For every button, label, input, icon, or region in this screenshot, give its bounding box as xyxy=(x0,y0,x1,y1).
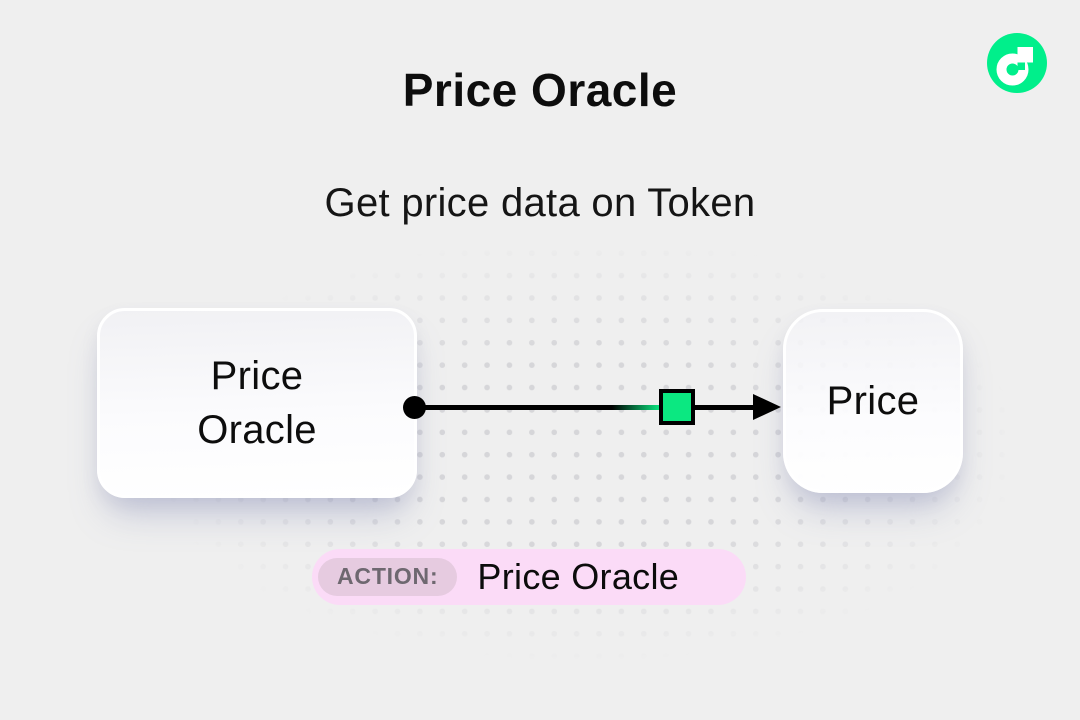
connector-arrowhead xyxy=(753,394,781,420)
page-title: Price Oracle xyxy=(402,64,678,116)
diagram-node-price-oracle: Price Oracle xyxy=(97,308,417,498)
flow-logo-icon xyxy=(987,33,1047,93)
action-badge-value: Price Oracle xyxy=(477,556,680,597)
connector-green-glow xyxy=(612,405,660,410)
page-subtitle: Get price data on Token xyxy=(324,181,756,225)
action-badge-label: ACTION: xyxy=(318,558,458,596)
node-label: Price xyxy=(826,378,920,423)
connector-line xyxy=(414,405,760,410)
node-label: Price Oracle xyxy=(197,354,317,452)
connector-start-dot xyxy=(403,396,426,419)
action-badge: ACTION: Price Oracle xyxy=(312,549,746,605)
connector-marker-square xyxy=(659,389,695,425)
diagram-node-price: Price xyxy=(783,309,963,493)
